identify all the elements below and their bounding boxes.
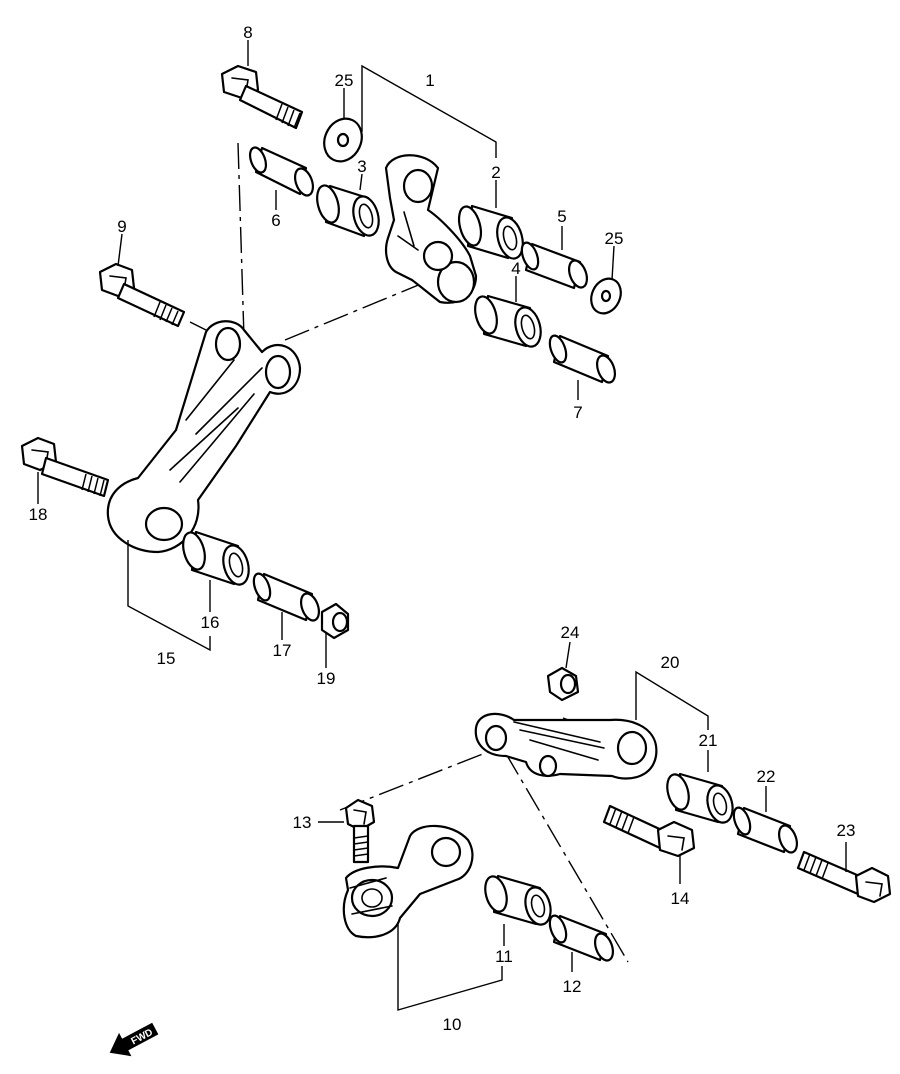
cushion-rod-15 <box>106 320 302 554</box>
bearing-2 <box>457 204 524 260</box>
bearing-21 <box>666 772 734 824</box>
callout-19: 19 <box>317 669 336 688</box>
callout-11: 11 <box>495 947 513 966</box>
bushing-17 <box>252 572 321 622</box>
arm-10 <box>342 824 474 939</box>
callout-7: 7 <box>573 403 582 422</box>
callout-10: 10 <box>443 1015 462 1034</box>
callout-22: 22 <box>757 767 776 786</box>
callout-13: 13 <box>293 813 312 832</box>
bolt-18 <box>20 436 110 498</box>
washer-25-right <box>590 277 622 315</box>
callout-25-right: 25 <box>605 229 624 248</box>
callout-25-top: 25 <box>335 71 354 90</box>
callout-15: 15 <box>157 649 176 668</box>
callout-2: 2 <box>491 163 500 182</box>
bolt-23 <box>796 850 892 904</box>
nut-19 <box>320 602 350 640</box>
callout-6: 6 <box>271 211 280 230</box>
bolt-8 <box>220 64 304 130</box>
callout-3: 3 <box>357 157 366 176</box>
bushing-12 <box>548 914 615 962</box>
forward-arrow-icon: FWD <box>109 1022 159 1057</box>
callout-12: 12 <box>563 977 582 996</box>
callout-5: 5 <box>557 207 566 226</box>
forward-arrow-label: FWD <box>130 1027 155 1047</box>
bolt-9 <box>98 262 186 328</box>
bolt-13 <box>344 798 376 864</box>
bearing-11 <box>484 874 552 926</box>
link-lever-1 <box>384 154 478 304</box>
callout-21: 21 <box>699 731 718 750</box>
washer-25-top <box>323 117 363 163</box>
bushing-22 <box>732 806 799 854</box>
bushing-7 <box>548 334 617 384</box>
nut-24 <box>546 666 580 702</box>
callout-16: 16 <box>201 613 220 632</box>
callout-24: 24 <box>561 623 580 642</box>
callout-4: 4 <box>511 259 520 278</box>
callout-8: 8 <box>243 23 252 42</box>
callout-labels: 8 25 1 3 2 6 5 9 25 4 7 18 16 17 15 19 2… <box>29 23 856 1034</box>
callout-1: 1 <box>425 71 434 90</box>
leader-lines <box>37 40 847 1011</box>
bearing-4 <box>474 294 542 348</box>
bushing-5 <box>520 241 589 290</box>
callout-14: 14 <box>671 889 690 908</box>
callout-17: 17 <box>273 641 292 660</box>
callout-20: 20 <box>661 653 680 672</box>
bearing-3 <box>316 184 380 238</box>
link-arm-20 <box>474 712 658 780</box>
callout-23: 23 <box>837 821 856 840</box>
bolt-14 <box>602 804 696 858</box>
bushing-6 <box>248 146 315 197</box>
callout-9: 9 <box>117 217 126 236</box>
bearing-16 <box>182 530 250 586</box>
callout-18: 18 <box>29 505 48 524</box>
